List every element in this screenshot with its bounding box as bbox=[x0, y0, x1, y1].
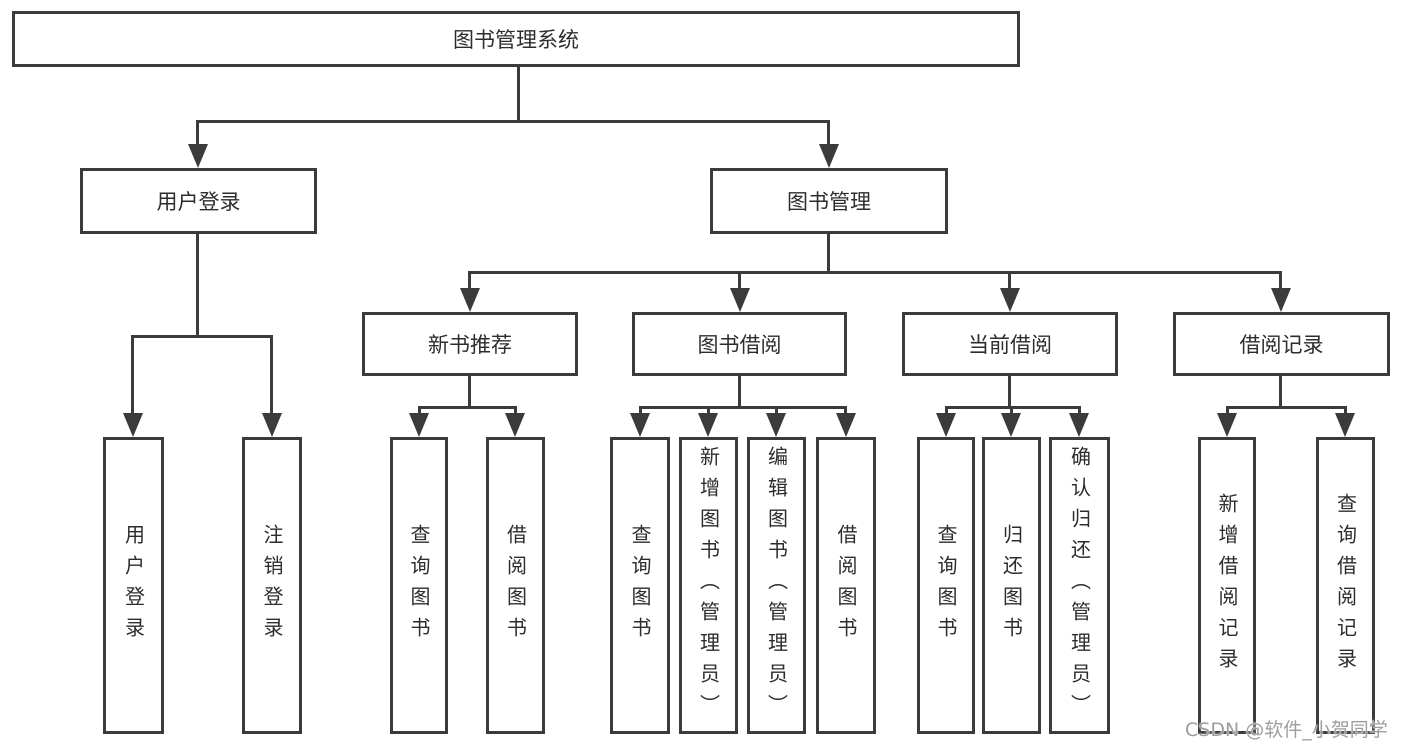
connector-to-leaf bbox=[775, 406, 778, 415]
leaf-query-books-recommend: 查询图书 bbox=[390, 437, 448, 734]
leaf-add-books-admin: 新增图书（管理员） bbox=[679, 437, 738, 734]
leaf-return-books-label: 归还图书 bbox=[999, 523, 1024, 648]
leaf-add-borrow-record: 新增借阅记录 bbox=[1198, 437, 1256, 734]
leaf-user-login: 用户登录 bbox=[103, 437, 164, 734]
arrowhead-book-borrowing bbox=[730, 288, 750, 312]
connector-to-leaf-user-login bbox=[131, 335, 134, 415]
connector-to-leaf bbox=[1078, 406, 1081, 415]
node-current-borrowing: 当前借阅 bbox=[902, 312, 1118, 376]
connector-to-leaf-logout bbox=[270, 335, 273, 415]
leaf-query-books-current-label: 查询图书 bbox=[934, 523, 958, 648]
node-book-borrowing: 图书借阅 bbox=[632, 312, 847, 376]
arrowhead-leaf bbox=[409, 413, 429, 437]
connector-to-leaf bbox=[945, 406, 948, 415]
connector-to-book-borrowing bbox=[738, 271, 741, 288]
leaf-user-login-label: 用户登录 bbox=[121, 523, 146, 648]
arrowhead-leaf bbox=[1069, 413, 1089, 437]
leaf-borrow-books-recommend: 借阅图书 bbox=[486, 437, 545, 734]
connector-to-leaf bbox=[514, 406, 517, 415]
connector-book-borrowing-split bbox=[639, 406, 847, 409]
arrowhead-leaf-logout bbox=[262, 413, 282, 437]
leaf-add-borrow-record-label: 新增借阅记录 bbox=[1215, 492, 1239, 679]
connector-to-leaf bbox=[1010, 406, 1013, 415]
leaf-edit-books-admin-label: 编辑图书（管理员） bbox=[764, 446, 789, 725]
connector-new-book-split bbox=[418, 406, 517, 409]
connector-to-leaf bbox=[418, 406, 421, 415]
connector-book-borrowing-drop bbox=[738, 376, 741, 409]
leaf-borrow-books: 借阅图书 bbox=[816, 437, 876, 734]
arrowhead-leaf bbox=[936, 413, 956, 437]
connector-to-leaf bbox=[1226, 406, 1229, 415]
leaf-confirm-return-admin: 确认归还（管理员） bbox=[1049, 437, 1110, 734]
connector-to-leaf bbox=[707, 406, 710, 415]
leaf-query-borrow-record-label: 查询借阅记录 bbox=[1333, 492, 1358, 679]
arrowhead-leaf bbox=[766, 413, 786, 437]
connector-borrowing-records-split bbox=[1226, 406, 1346, 409]
leaf-query-borrow-record: 查询借阅记录 bbox=[1316, 437, 1375, 734]
connector-current-borrowing-split bbox=[945, 406, 1081, 409]
connector-current-borrowing-drop bbox=[1008, 376, 1011, 409]
arrowhead-book-management bbox=[819, 144, 839, 168]
leaf-query-books-borrowing-label: 查询图书 bbox=[628, 523, 652, 648]
connector-to-user-login bbox=[196, 120, 199, 146]
connector-borrowing-records-drop bbox=[1279, 376, 1282, 409]
connector-to-borrowing-records bbox=[1279, 271, 1282, 288]
connector-level3-split bbox=[468, 271, 1282, 274]
arrowhead-leaf bbox=[505, 413, 525, 437]
arrowhead-leaf-user-login bbox=[123, 413, 143, 437]
arrowhead-leaf bbox=[836, 413, 856, 437]
arrowhead-new-book bbox=[460, 288, 480, 312]
connector-to-new-book bbox=[468, 271, 471, 288]
connector-to-current-borrowing bbox=[1008, 271, 1011, 288]
arrowhead-leaf bbox=[1001, 413, 1021, 437]
connector-level2-split bbox=[196, 120, 830, 123]
node-user-login: 用户登录 bbox=[80, 168, 317, 234]
arrowhead-leaf bbox=[1335, 413, 1355, 437]
connector-book-management-drop bbox=[827, 234, 830, 274]
connector-user-login-drop bbox=[196, 234, 199, 338]
arrowhead-user-login bbox=[188, 144, 208, 168]
arrowhead-leaf bbox=[630, 413, 650, 437]
leaf-query-books-borrowing: 查询图书 bbox=[610, 437, 670, 734]
leaf-borrow-books-recommend-label: 借阅图书 bbox=[503, 523, 528, 648]
leaf-return-books: 归还图书 bbox=[982, 437, 1041, 734]
leaf-logout-label: 注销登录 bbox=[260, 523, 284, 648]
leaf-edit-books-admin: 编辑图书（管理员） bbox=[747, 437, 806, 734]
arrowhead-borrowing-records bbox=[1271, 288, 1291, 312]
leaf-add-books-admin-label: 新增图书（管理员） bbox=[696, 446, 721, 725]
leaf-borrow-books-label: 借阅图书 bbox=[834, 523, 858, 648]
leaf-query-books-recommend-label: 查询图书 bbox=[407, 523, 431, 648]
connector-root-drop bbox=[517, 67, 520, 120]
leaf-confirm-return-admin-label: 确认归还（管理员） bbox=[1067, 446, 1092, 725]
node-borrowing-records: 借阅记录 bbox=[1173, 312, 1390, 376]
connector-to-leaf bbox=[639, 406, 642, 415]
connector-to-leaf bbox=[844, 406, 847, 415]
leaf-logout: 注销登录 bbox=[242, 437, 302, 734]
leaf-query-books-current: 查询图书 bbox=[917, 437, 975, 734]
connector-user-login-split bbox=[131, 335, 273, 338]
connector-to-book-management bbox=[827, 120, 830, 146]
arrowhead-current-borrowing bbox=[1000, 288, 1020, 312]
node-book-management: 图书管理 bbox=[710, 168, 948, 234]
csdn-watermark: CSDN @软件_小贺同学 bbox=[1185, 719, 1388, 741]
connector-to-leaf bbox=[1344, 406, 1347, 415]
arrowhead-leaf bbox=[698, 413, 718, 437]
connector-new-book-drop bbox=[468, 376, 471, 409]
node-new-book-recommendation: 新书推荐 bbox=[362, 312, 578, 376]
node-library-management-system: 图书管理系统 bbox=[12, 11, 1020, 67]
arrowhead-leaf bbox=[1217, 413, 1237, 437]
